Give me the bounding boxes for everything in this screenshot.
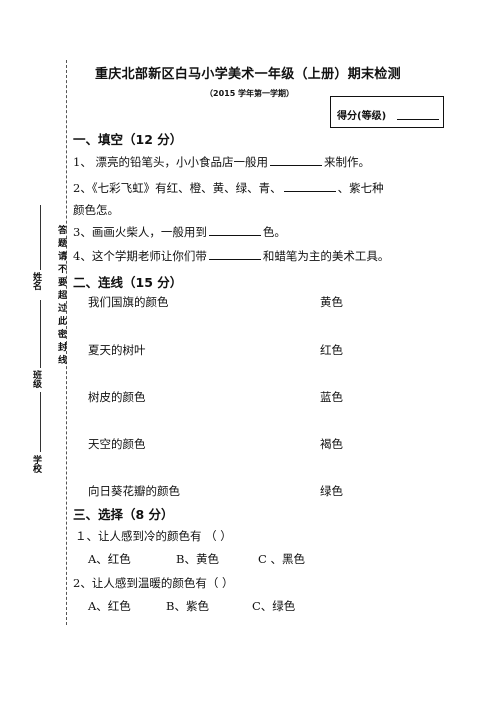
q2-blank[interactable]	[283, 181, 336, 192]
match-right-item[interactable]: 蓝色	[320, 390, 343, 404]
choice-option[interactable]: B、紫色	[166, 599, 209, 613]
q1-text-end: 来制作。	[323, 155, 370, 169]
choice-option[interactable]: C、绿色	[252, 599, 296, 613]
section3-heading: 三、选择（8 分）	[73, 507, 174, 522]
page-title: 重庆北部新区白马小学美术一年级（上册）期末检测	[95, 67, 401, 82]
question-1: 1、 漂亮的铅笔头，小小食品店一般用 来制作。	[73, 154, 370, 170]
match-left-item[interactable]: 向日葵花瓣的颜色	[88, 484, 180, 498]
match-right-item[interactable]: 红色	[320, 343, 343, 357]
question-3: 3、画画火柴人，一般用到 色。	[73, 224, 286, 240]
score-box: 得分(等级)	[330, 96, 444, 128]
match-right-item[interactable]: 黄色	[320, 295, 343, 309]
school-field[interactable]	[40, 392, 41, 452]
name-label: 姓名	[31, 272, 41, 290]
choice-option[interactable]: A、红色	[88, 552, 131, 566]
question-2: 2、《七彩飞虹》有红、橙、黄、绿、青、 、紫七种	[73, 180, 384, 196]
q3-text: 3、画画火柴人，一般用到	[73, 225, 207, 239]
class-field[interactable]	[40, 300, 41, 368]
q4-text: 4、这个学期老师让你们带	[73, 249, 207, 263]
q2-text-end: 、紫七种	[337, 181, 384, 195]
choice-option[interactable]: B、黄色	[176, 552, 219, 566]
match-right-item[interactable]: 绿色	[320, 484, 343, 498]
q3-text-end: 色。	[262, 225, 286, 239]
match-left-item[interactable]: 天空的颜色	[88, 437, 146, 451]
q4-text-end: 和蜡笔为主的美术工具。	[262, 249, 390, 263]
q4-blank[interactable]	[208, 249, 261, 260]
q1-blank[interactable]	[269, 155, 322, 166]
page-subtitle: （2015 学年第一学期）	[205, 89, 295, 98]
choice-option[interactable]: A、红色	[88, 599, 131, 613]
choice-question-2: 2、让人感到温暖的颜色有（ ）	[73, 576, 234, 590]
class-label: 班级	[31, 370, 41, 388]
match-left-item[interactable]: 树皮的颜色	[88, 390, 146, 404]
question-2-line2: 颜色怎。	[73, 203, 119, 217]
q2-text: 2、《七彩飞虹》有红、橙、黄、绿、青、	[73, 181, 282, 195]
choice-option[interactable]: C 、黑色	[258, 552, 305, 566]
section2-heading: 二、连线（15 分）	[73, 275, 183, 290]
school-label: 学校	[31, 455, 41, 473]
q1-text: 1、 漂亮的铅笔头，小小食品店一般用	[73, 155, 268, 169]
choice-question-1: １、让人感到冷的颜色有 （ ）	[75, 529, 232, 543]
q3-blank[interactable]	[208, 225, 261, 236]
seal-dashed-line	[66, 60, 67, 625]
question-4: 4、这个学期老师让你们带 和蜡笔为主的美术工具。	[73, 248, 389, 264]
match-left-item[interactable]: 夏天的树叶	[88, 343, 146, 357]
score-blank[interactable]	[397, 119, 439, 120]
match-right-item[interactable]: 褐色	[320, 437, 343, 451]
seal-warning: 答题请不要超过此密封线	[56, 225, 66, 368]
match-left-item[interactable]: 我们国旗的颜色	[88, 295, 169, 309]
name-field[interactable]	[40, 205, 41, 270]
score-label: 得分(等级)	[337, 111, 387, 122]
section1-heading: 一、填空（12 分）	[73, 132, 183, 147]
